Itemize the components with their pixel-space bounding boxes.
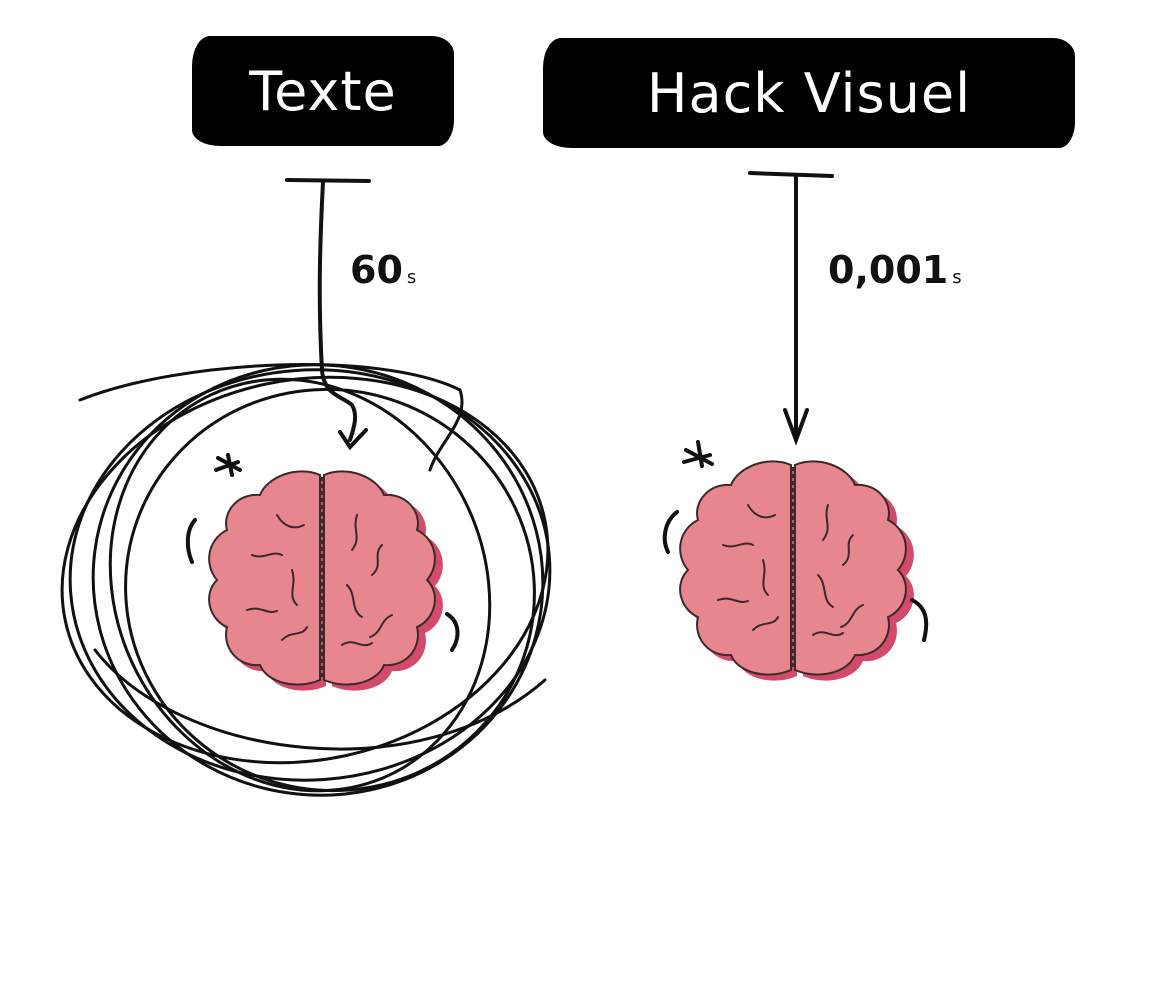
brain-right [679,460,915,682]
tick-right-right [910,598,929,642]
label-texte: Texte [192,36,454,146]
right-connector [748,171,834,446]
tick-right [445,612,460,652]
time-texte-value: 60 [350,248,403,292]
left-connector [285,178,371,451]
tick-right-left [662,510,679,554]
time-texte-unit: s [406,267,417,288]
sparkle-right [682,440,714,468]
label-hack-visuel: Hack Visuel [543,38,1075,148]
time-hack-value: 0,001 [828,248,949,292]
label-hack-visuel-text: Hack Visuel [646,61,972,125]
right-t-bar [748,171,834,178]
time-hack-unit: s [952,267,962,288]
right-doodles [662,440,929,642]
left-arrow-head [338,428,368,451]
left-doodles [185,453,460,652]
left-t-bar [285,178,371,183]
brain-left [208,470,444,692]
scribble-circles [60,363,552,797]
sparkle-left [214,453,242,477]
left-arrow-line [317,180,358,442]
label-texte-text: Texte [249,59,397,123]
right-arrow-head [783,408,809,446]
tick-left [185,518,197,564]
